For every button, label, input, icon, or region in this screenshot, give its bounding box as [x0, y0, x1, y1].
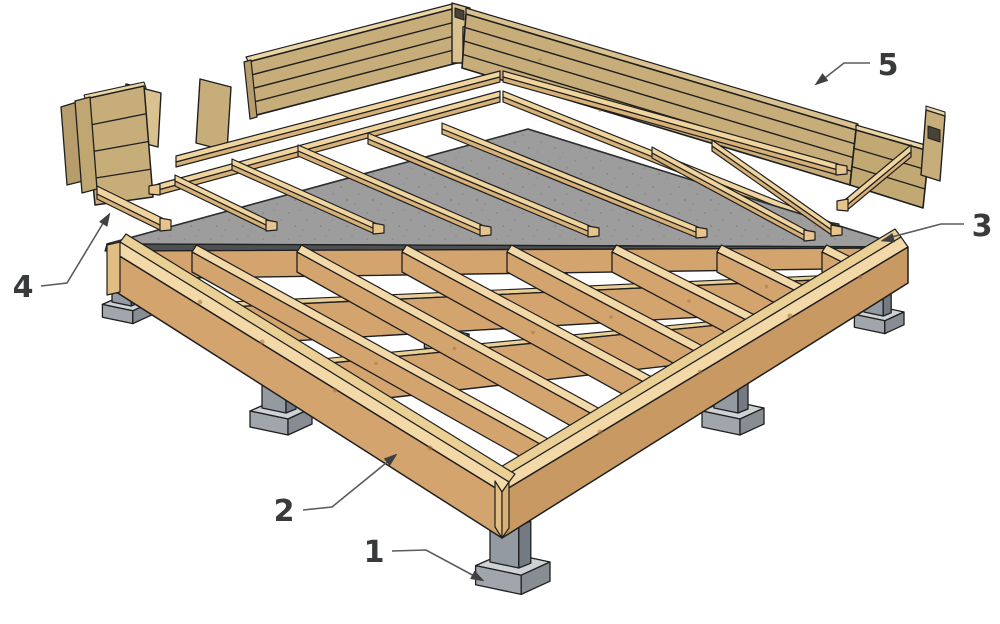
callout-number-1: 1 [363, 535, 385, 570]
planter-corner-box [60, 78, 232, 206]
callout-number-5: 5 [877, 48, 899, 83]
callout-number-4: 4 [12, 270, 34, 305]
callout-number-2: 2 [273, 494, 295, 529]
callout-leader-lines [40, 62, 964, 582]
joist-frame [106, 228, 909, 539]
callout-number-3: 3 [971, 209, 993, 244]
sleeper-battens [96, 122, 912, 242]
